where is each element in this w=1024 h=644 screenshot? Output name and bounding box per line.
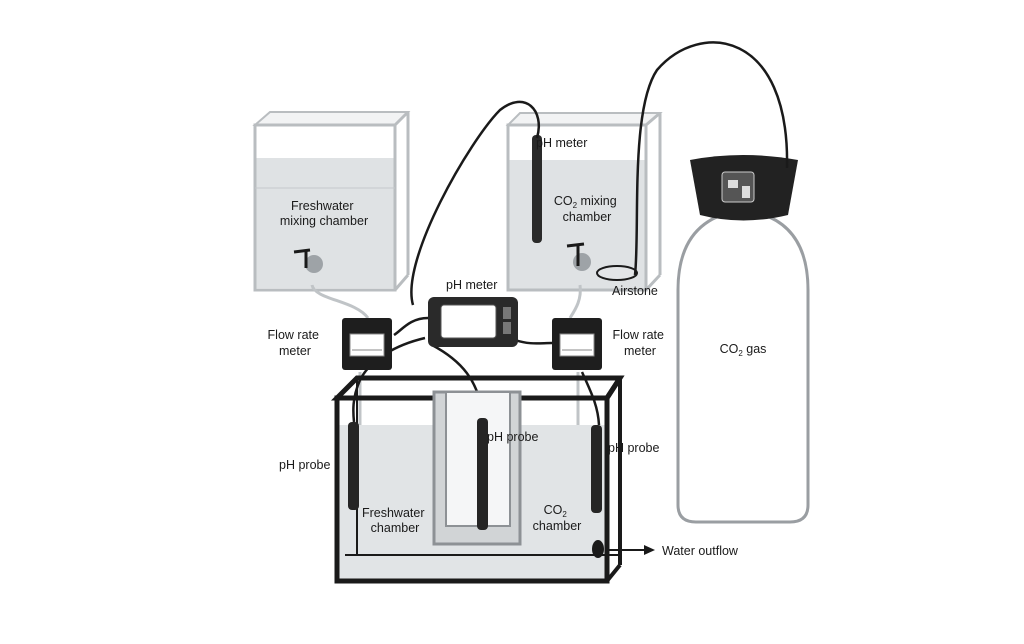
label-ph-meter-center: pH meter bbox=[446, 278, 497, 292]
label-ph-meter-top: pH meter bbox=[536, 136, 587, 150]
label-flow-rate-meter-left: Flow rate meter bbox=[268, 328, 323, 358]
ph-probe-right-device bbox=[591, 425, 602, 513]
ph-probe-center-device bbox=[477, 418, 488, 530]
outflow-port bbox=[592, 540, 604, 558]
label-water-outflow: Water outflow bbox=[662, 544, 739, 558]
label-co2-chamber: CO2 chamber bbox=[533, 503, 582, 533]
label-co2-mixing-chamber: CO2 mixing chamber bbox=[554, 194, 620, 224]
ph-probe-left-device bbox=[348, 422, 359, 510]
flow-rate-meter-left-device bbox=[342, 318, 392, 370]
label-flow-rate-meter-right: Flow rate meter bbox=[613, 328, 668, 358]
co2-gas-cylinder bbox=[676, 155, 810, 524]
label-co2-gas: CO2 gas bbox=[720, 342, 767, 358]
freshwater-mixing-tank bbox=[252, 110, 411, 292]
outlet-valve bbox=[305, 255, 323, 273]
label-ph-probe-center: pH probe bbox=[487, 430, 538, 444]
ph-probe-top bbox=[532, 135, 542, 243]
outlet-valve-co2 bbox=[573, 253, 591, 271]
label-freshwater-mixing-chamber: Freshwater mixing chamber bbox=[280, 199, 368, 228]
airstone bbox=[596, 265, 638, 281]
water-outflow-arrow bbox=[606, 545, 655, 555]
ph-meter-device bbox=[428, 297, 518, 347]
label-ph-probe-right: pH probe bbox=[608, 441, 659, 455]
main-tank bbox=[330, 375, 625, 584]
co2-mixing-tank bbox=[505, 111, 663, 292]
flow-rate-meter-right-device bbox=[552, 318, 602, 370]
label-airstone: Airstone bbox=[612, 284, 658, 298]
label-freshwater-chamber: Freshwater chamber bbox=[362, 506, 428, 535]
label-ph-probe-left: pH probe bbox=[279, 458, 330, 472]
